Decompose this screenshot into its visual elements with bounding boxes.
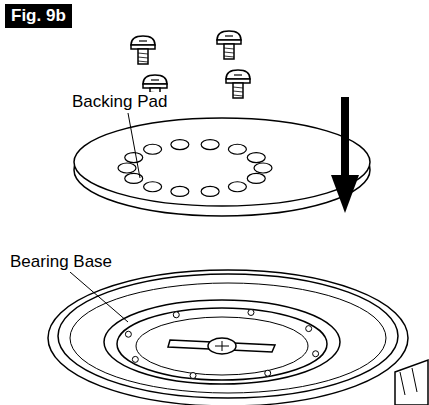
- pad-hole: [228, 144, 246, 154]
- pad-hole: [144, 182, 162, 192]
- bearing-base: [48, 270, 428, 405]
- base-bolt: [313, 351, 319, 357]
- leader-line: [128, 113, 140, 178]
- part-label: Backing Pad: [70, 92, 169, 112]
- base-bolt: [190, 373, 196, 379]
- pad-hole: [118, 163, 136, 173]
- pad-hole: [201, 140, 219, 150]
- pad-hole: [201, 186, 219, 196]
- direction-arrow: [331, 97, 359, 213]
- backing-pad: [74, 118, 370, 216]
- base-bolt: [265, 370, 271, 376]
- base-bolt: [132, 356, 138, 362]
- figure-title: Fig. 9b: [5, 4, 72, 28]
- screw: [226, 70, 250, 98]
- base-bolt: [125, 331, 131, 337]
- base-bolt: [248, 309, 254, 315]
- screw: [131, 36, 155, 64]
- pad-hole: [254, 163, 272, 173]
- pad-hole: [125, 153, 143, 163]
- pad-hole: [247, 173, 265, 183]
- leader-line: [70, 272, 128, 322]
- pad-hole: [247, 153, 265, 163]
- base-bolt: [306, 326, 312, 332]
- pad-hole: [125, 173, 143, 183]
- screw: [217, 31, 241, 59]
- pad-hole: [171, 186, 189, 196]
- pad-hole: [144, 144, 162, 154]
- pad-hole: [171, 140, 189, 150]
- part-label: Bearing Base: [8, 252, 114, 272]
- base-bolt: [173, 312, 179, 318]
- pad-hole: [228, 182, 246, 192]
